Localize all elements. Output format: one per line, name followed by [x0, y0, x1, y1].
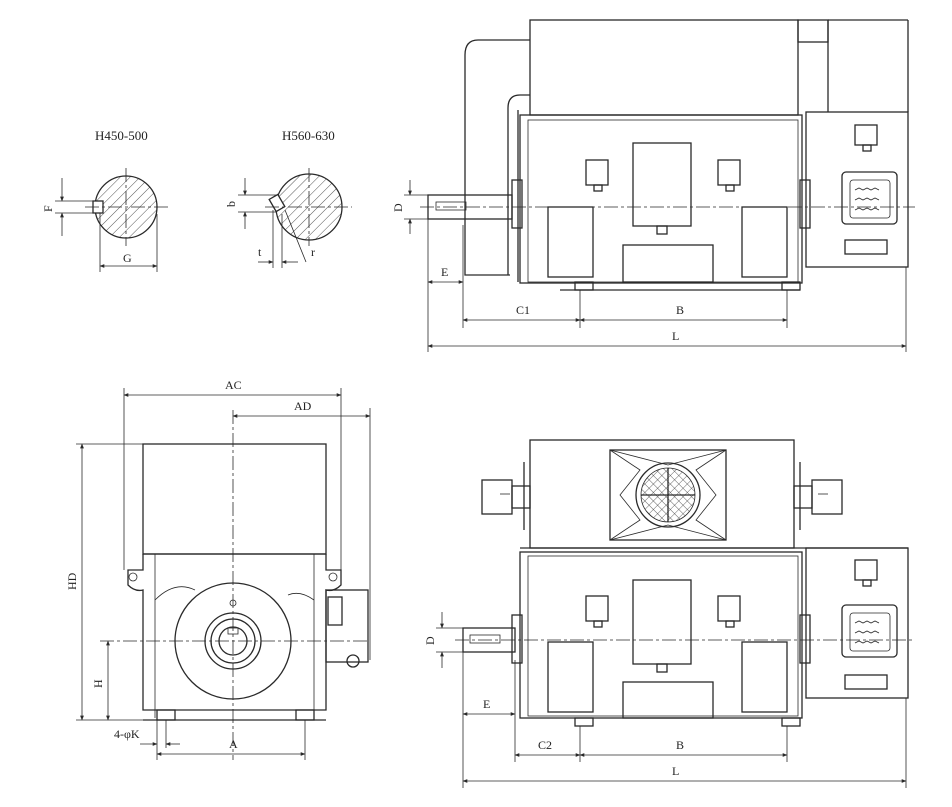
dim-r: r — [311, 245, 315, 259]
detail-title-h560-630: H560-630 — [282, 128, 335, 143]
terminal-box — [632, 579, 692, 665]
terminal-box — [632, 142, 692, 227]
shaft-key-detail-h560-630: H560-630 b t r — [224, 128, 352, 268]
dim-AD: AD — [294, 399, 312, 413]
shaft-key-detail-h450-500: H450-500 F G — [41, 128, 170, 272]
dim-C2: C2 — [538, 738, 552, 752]
dim-C1: C1 — [516, 303, 530, 317]
dim-H: H — [91, 679, 105, 688]
dim-AC: AC — [225, 378, 242, 392]
side-view-top: D E C1 B L — [391, 19, 915, 352]
dim-A: A — [229, 737, 238, 751]
control-cabinet — [805, 547, 909, 699]
dim-B-bottom: B — [676, 738, 684, 752]
motor-frame — [519, 551, 803, 719]
blower-fan — [609, 449, 727, 541]
cooler-housing — [529, 19, 799, 116]
control-cabinet — [805, 111, 909, 268]
dim-b: b — [224, 201, 238, 207]
side-terminal-box — [325, 589, 369, 663]
dim-E-top: E — [441, 265, 448, 279]
key-slot — [268, 193, 286, 213]
detail-title-h450-500: H450-500 — [95, 128, 148, 143]
shaft-section — [275, 173, 343, 241]
dim-G: G — [123, 251, 132, 265]
dim-F: F — [41, 205, 55, 212]
dim-L-top: L — [672, 329, 679, 343]
dim-D-top: D — [391, 203, 405, 212]
cooler-housing — [142, 443, 327, 555]
side-view-bottom: D E C2 B L — [423, 439, 915, 788]
end-view: AC AD HD H 4-φK A — [65, 378, 371, 760]
dim-t: t — [258, 245, 262, 259]
dim-L-bottom: L — [672, 764, 679, 778]
dim-B-top: B — [676, 303, 684, 317]
motor-frame — [519, 114, 803, 284]
dim-HD: HD — [65, 572, 79, 590]
dim-4-phiK: 4-φK — [114, 727, 140, 741]
dim-D-bottom: D — [423, 636, 437, 645]
dim-E-bottom: E — [483, 697, 490, 711]
